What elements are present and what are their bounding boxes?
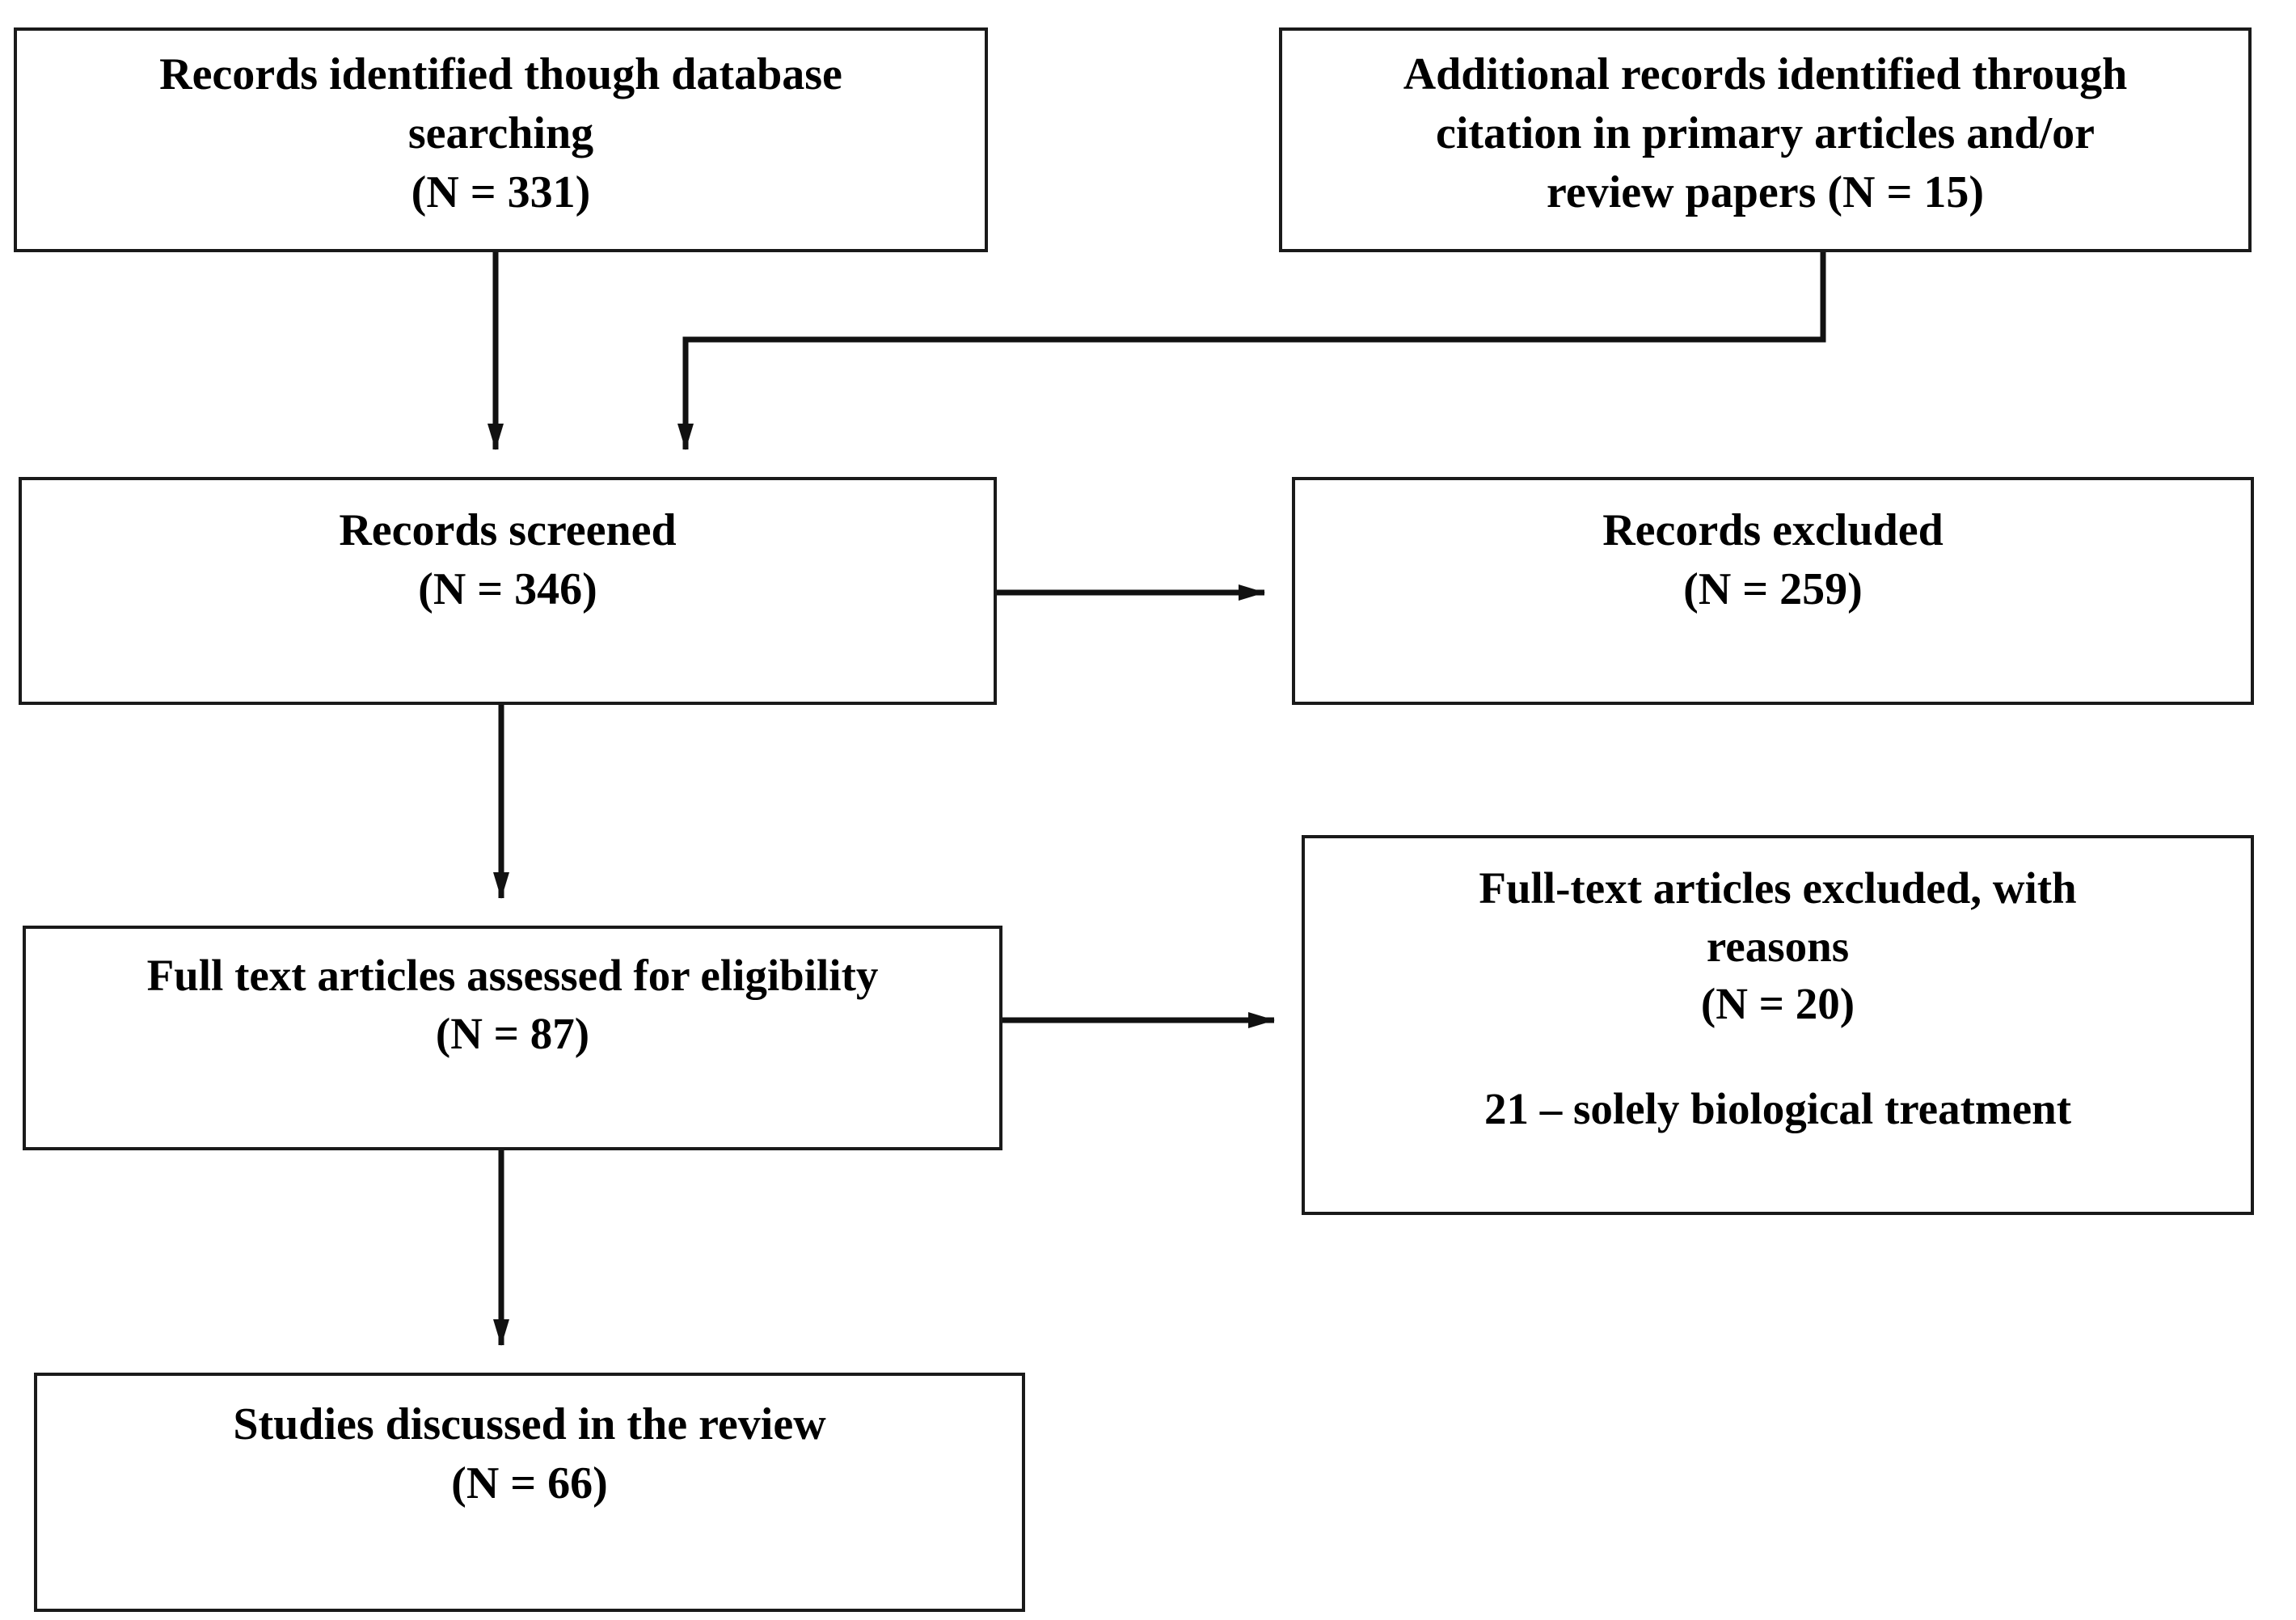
edge-citation-to-screened xyxy=(677,252,1826,450)
node-line-1: Full-text articles excluded, with xyxy=(1479,863,2077,913)
node-count: (N = 346) xyxy=(418,563,597,614)
node-line-3: review papers (N = 15) xyxy=(1547,167,1984,217)
node-records-screened: Records screened (N = 346) xyxy=(19,477,997,705)
node-line-1: Studies discussed in the review xyxy=(233,1399,826,1449)
node-text-block: Records screened (N = 346) xyxy=(22,501,994,619)
node-fulltext-excluded-reasons: Full-text articles excluded, with reason… xyxy=(1302,835,2254,1215)
node-line-1: Additional records identified through xyxy=(1403,49,2128,99)
node-records-identified-citation: Additional records identified through ci… xyxy=(1279,27,2252,252)
node-count: (N = 66) xyxy=(451,1458,608,1508)
node-count: (N = 331) xyxy=(411,167,591,217)
node-line-1: Records screened xyxy=(339,505,677,555)
node-line-2: reasons xyxy=(1706,921,1850,971)
node-count: (N = 20) xyxy=(1700,979,1855,1028)
node-text-block: Studies discussed in the review (N = 66) xyxy=(37,1395,1022,1513)
node-line-1: Records identified though database xyxy=(159,49,842,99)
node-studies-discussed: Studies discussed in the review (N = 66) xyxy=(34,1373,1025,1612)
node-records-excluded: Records excluded (N = 259) xyxy=(1292,477,2254,705)
node-line-1: Records excluded xyxy=(1602,505,1944,555)
node-text-block: Full-text articles excluded, with reason… xyxy=(1305,859,2251,1137)
node-text-block: Full text articles assessed for eligibil… xyxy=(26,947,999,1062)
node-records-identified-database: Records identified though database searc… xyxy=(14,27,988,252)
node-fulltext-assessed-eligibility: Full text articles assessed for eligibil… xyxy=(23,926,1002,1150)
node-exclusion-reason-1: 21 – solely biological treatment xyxy=(1484,1083,2072,1133)
node-text-block: Additional records identified through ci… xyxy=(1282,45,2248,221)
node-text-block: Records excluded (N = 259) xyxy=(1295,501,2251,619)
node-count: (N = 259) xyxy=(1683,563,1863,614)
node-line-2: citation in primary articles and/or xyxy=(1435,108,2095,158)
node-text-block: Records identified though database searc… xyxy=(17,45,985,221)
node-line-1: Full text articles assessed for eligibil… xyxy=(146,951,879,1000)
node-count: (N = 87) xyxy=(435,1008,590,1058)
node-line-2: searching xyxy=(407,108,594,158)
